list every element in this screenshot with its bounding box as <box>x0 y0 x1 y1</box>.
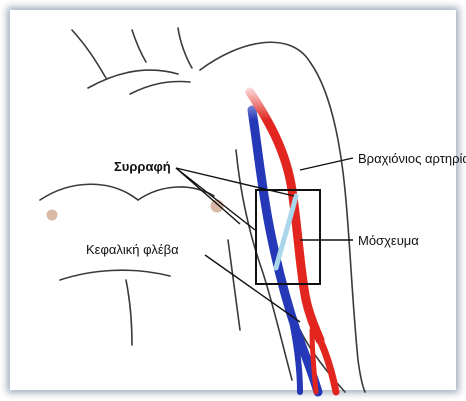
nipple-left <box>47 210 58 221</box>
label-cephalic-vein: Κεφαλική φλέβα <box>86 243 179 256</box>
leader-brachial <box>300 158 353 170</box>
label-graft: Μόσχευμα <box>358 234 419 247</box>
artery-vessel <box>250 92 336 392</box>
nipple-right <box>211 200 224 213</box>
vessel-fade <box>236 82 308 120</box>
label-brachial-artery: Βραχιόνιος αρτηρία <box>358 152 466 165</box>
clavicle-left <box>88 70 178 88</box>
label-suture: Συρραφή <box>114 160 171 173</box>
abdomen-curve <box>60 270 170 280</box>
clavicle-inner <box>130 82 190 95</box>
neck-left-line <box>72 30 106 78</box>
flank-line <box>228 240 240 330</box>
neck-right-line <box>178 28 192 68</box>
midline <box>126 280 132 345</box>
neck-mid-line <box>132 30 146 62</box>
leader-suture-2 <box>176 168 240 224</box>
chest-left-curve <box>40 184 138 200</box>
